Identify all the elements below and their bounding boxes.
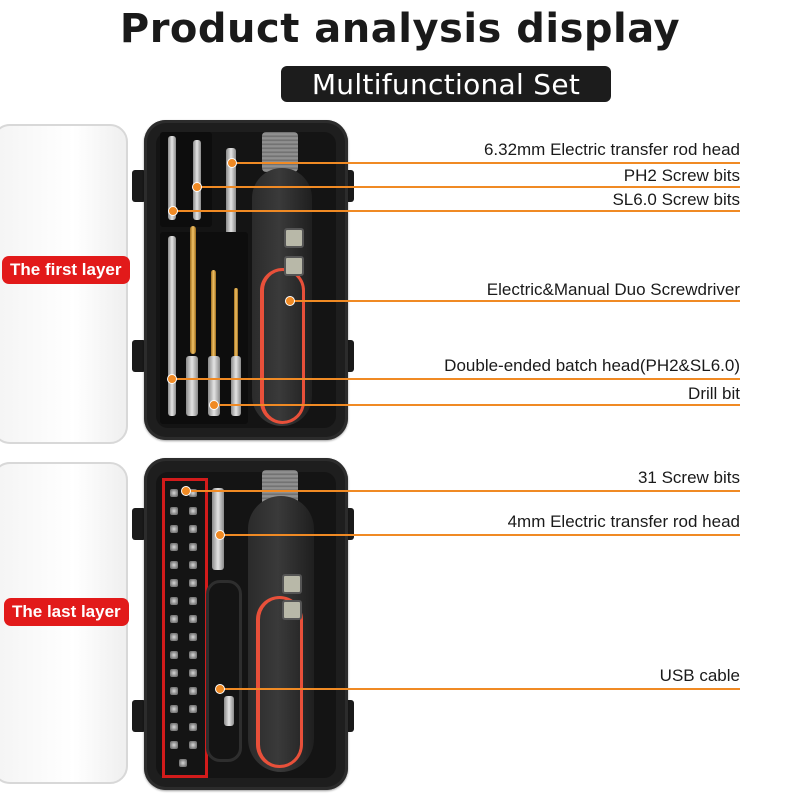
usb-cable <box>206 580 242 762</box>
callout-label-sl6-bits: SL6.0 Screw bits <box>612 190 740 209</box>
callout-label-screwdriver: Electric&Manual Duo Screwdriver <box>486 280 740 299</box>
screw-bit <box>189 669 197 677</box>
drill-bit <box>190 226 196 354</box>
drill-bit-shank <box>231 356 241 416</box>
top-case-hinge <box>132 170 146 202</box>
electric-manual-screwdriver[interactable] <box>248 496 314 772</box>
screw-bit <box>170 597 178 605</box>
callout-label-batch-head: Double-ended batch head(PH2&SL6.0) <box>444 356 740 375</box>
callout-dot <box>167 374 177 384</box>
callout-label-transfer-rod-632: 6.32mm Electric transfer rod head <box>483 140 740 159</box>
callout-label-ph2-bits: PH2 Screw bits <box>623 166 740 185</box>
screw-bit <box>170 507 178 515</box>
ph2-screw-bit <box>193 140 201 220</box>
bottom-case-hinge <box>132 700 146 732</box>
screw-bit <box>170 525 178 533</box>
top-case-lid <box>0 124 128 444</box>
screw-bit-grid <box>162 478 208 778</box>
screw-bit <box>170 615 178 623</box>
screw-bit <box>170 741 178 749</box>
screw-bit <box>189 561 197 569</box>
screwdriver-grip <box>256 596 303 768</box>
bottom-case-hinge <box>132 508 146 540</box>
screwdriver-grip <box>260 268 305 424</box>
callout-dot <box>181 486 191 496</box>
layer-badge-first: The first layer <box>2 256 130 284</box>
screw-bit <box>189 597 197 605</box>
drill-bit <box>211 270 216 358</box>
screw-bit <box>170 543 178 551</box>
electric-manual-screwdriver[interactable] <box>252 168 312 426</box>
screwdriver-chuck <box>262 132 298 172</box>
screw-bit <box>189 489 197 497</box>
page-subtitle: Multifunctional Set <box>311 68 581 101</box>
subtitle-banner: Multifunctional Set <box>281 66 611 102</box>
callout-line <box>214 404 740 406</box>
screw-bit <box>189 723 197 731</box>
callout-dot <box>285 296 295 306</box>
screw-bit <box>189 651 197 659</box>
drill-bit-shank <box>186 356 198 416</box>
callout-line <box>220 688 740 690</box>
screwdriver-button[interactable] <box>284 228 304 248</box>
screw-bit <box>189 741 197 749</box>
callout-label-31-bits: 31 Screw bits <box>637 468 740 487</box>
callout-line <box>220 534 740 536</box>
screw-bit <box>189 543 197 551</box>
screw-bit <box>170 651 178 659</box>
callout-dot <box>168 206 178 216</box>
screw-bit <box>170 561 178 569</box>
callout-line <box>173 210 740 212</box>
callout-dot <box>215 530 225 540</box>
screw-bit <box>189 615 197 623</box>
screw-bit <box>189 507 197 515</box>
drill-bit <box>234 288 238 358</box>
callout-dot <box>209 400 219 410</box>
page-title: Product analysis display <box>119 6 681 52</box>
callout-line <box>197 186 740 188</box>
callout-line <box>290 300 740 302</box>
screw-bit <box>170 705 178 713</box>
screw-bit <box>170 669 178 677</box>
screw-bit <box>189 633 197 641</box>
screwdriver-button[interactable] <box>282 600 302 620</box>
screwdriver-button[interactable] <box>282 574 302 594</box>
double-ended-batch-head <box>168 236 176 416</box>
callout-label-transfer-rod-4mm: 4mm Electric transfer rod head <box>507 512 740 531</box>
layer-badge-last: The last layer <box>4 598 129 626</box>
callout-dot <box>215 684 225 694</box>
screw-bit <box>189 525 197 533</box>
screw-bit <box>189 579 197 587</box>
electric-transfer-rod-head-632 <box>226 148 236 260</box>
callout-line <box>186 490 740 492</box>
callout-label-usb-cable: USB cable <box>659 666 740 685</box>
screw-bit <box>170 579 178 587</box>
callout-line <box>232 162 740 164</box>
screw-bit <box>170 723 178 731</box>
screw-bit <box>170 489 178 497</box>
screw-bit <box>189 705 197 713</box>
screw-bit <box>189 687 197 695</box>
callout-line <box>172 378 740 380</box>
electric-transfer-rod-head-4mm <box>212 488 224 570</box>
screwdriver-button[interactable] <box>284 256 304 276</box>
screw-bit <box>179 759 187 767</box>
screw-bit <box>170 633 178 641</box>
usb-cable-connector <box>224 696 234 726</box>
callout-dot <box>192 182 202 192</box>
callout-dot <box>227 158 237 168</box>
callout-label-drill-bit: Drill bit <box>688 384 740 403</box>
sl6-screw-bit <box>168 136 176 220</box>
top-case-hinge <box>132 340 146 372</box>
screw-bit <box>170 687 178 695</box>
